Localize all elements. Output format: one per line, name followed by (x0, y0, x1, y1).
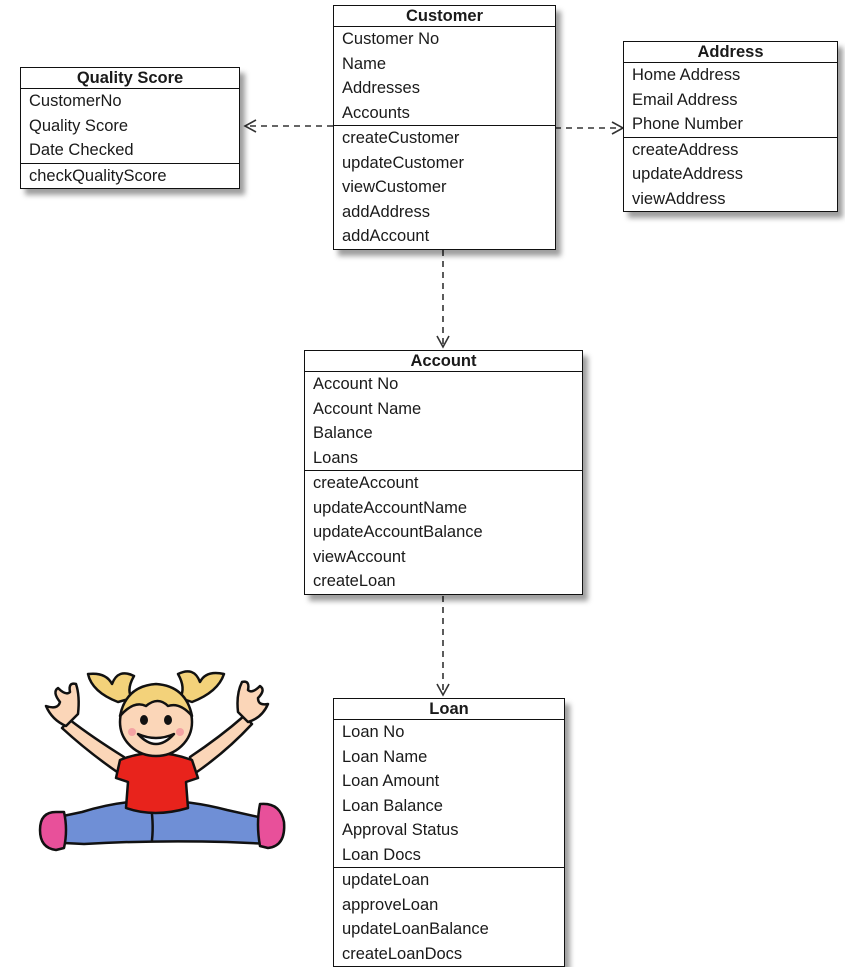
method: viewCustomer (342, 178, 447, 196)
attribute: Accounts (342, 103, 410, 122)
attributes-section: Loan No Loan Name Loan Amount Loan Balan… (334, 720, 564, 867)
attribute: Loan Docs (342, 845, 421, 864)
method: createAddress (632, 140, 739, 159)
dependency-customer-account (436, 250, 450, 349)
attribute: Name (342, 54, 387, 73)
account-class[interactable]: Account Account No Account Name Balance … (304, 350, 583, 595)
attributes-section: Account No Account Name Balance Loans (305, 372, 582, 470)
dependency-customer-address (555, 121, 625, 135)
class-name: Quality Score (21, 68, 239, 89)
attribute: Loan Balance (342, 796, 443, 815)
method: updateAddress (632, 165, 743, 183)
attributes-section: Home Address Email Address Phone Number (624, 63, 837, 137)
dependency-account-loan (436, 596, 450, 697)
attribute: Quality Score (29, 116, 129, 135)
attribute: Loan No (342, 723, 405, 741)
class-name: Address (624, 42, 837, 63)
methods-section: createAccount updateAccountName updateAc… (305, 470, 582, 594)
method: addAccount (342, 227, 430, 245)
method: addAddress (342, 202, 431, 221)
method: createLoanDocs (342, 944, 463, 963)
method: approveLoan (342, 895, 439, 914)
attribute: Home Address (632, 66, 741, 84)
method: updateLoan (342, 871, 430, 889)
cheerful-girl-clipart-icon (38, 670, 286, 852)
method: updateAccountName (313, 498, 468, 517)
customer-class[interactable]: Customer Customer No Name Addresses Acco… (333, 5, 556, 250)
attribute: Loan Name (342, 747, 428, 766)
attribute: Account No (313, 375, 399, 393)
attribute: Loans (313, 448, 358, 467)
attribute: Balance (313, 424, 373, 442)
attribute: Addresses (342, 79, 420, 97)
method: createLoan (313, 572, 396, 590)
method: updateLoanBalance (342, 920, 489, 938)
method: updateAccountBalance (313, 523, 483, 541)
attribute: Email Address (632, 90, 738, 109)
dependency-customer-quality-score (243, 119, 333, 133)
quality-score-class[interactable]: Quality Score CustomerNo Quality Score D… (20, 67, 240, 189)
attribute: CustomerNo (29, 92, 122, 110)
methods-section: checkQualityScore (21, 162, 239, 189)
attributes-section: Customer No Name Addresses Accounts (334, 27, 555, 125)
method: createCustomer (342, 129, 460, 147)
class-name: Customer (334, 6, 555, 27)
class-name: Account (305, 351, 582, 372)
attribute: Date Checked (29, 141, 134, 159)
attributes-section: CustomerNo Quality Score Date Checked (21, 89, 239, 163)
methods-section: createAddress updateAddress viewAddress (624, 136, 837, 212)
attribute: Customer No (342, 30, 440, 48)
method: viewAccount (313, 547, 406, 566)
attribute: Account Name (313, 399, 422, 418)
method: updateCustomer (342, 153, 464, 172)
loan-class[interactable]: Loan Loan No Loan Name Loan Amount Loan … (333, 698, 565, 967)
method: viewAddress (632, 189, 726, 208)
methods-section: createCustomer updateCustomer viewCustom… (334, 125, 555, 249)
attribute: Loan Amount (342, 772, 440, 790)
class-name: Loan (334, 699, 564, 720)
method: createAccount (313, 474, 419, 492)
attribute: Approval Status (342, 821, 459, 839)
address-class[interactable]: Address Home Address Email Address Phone… (623, 41, 838, 212)
attribute: Phone Number (632, 115, 743, 133)
method: checkQualityScore (29, 166, 167, 185)
methods-section: updateLoan approveLoan updateLoanBalance… (334, 867, 564, 966)
